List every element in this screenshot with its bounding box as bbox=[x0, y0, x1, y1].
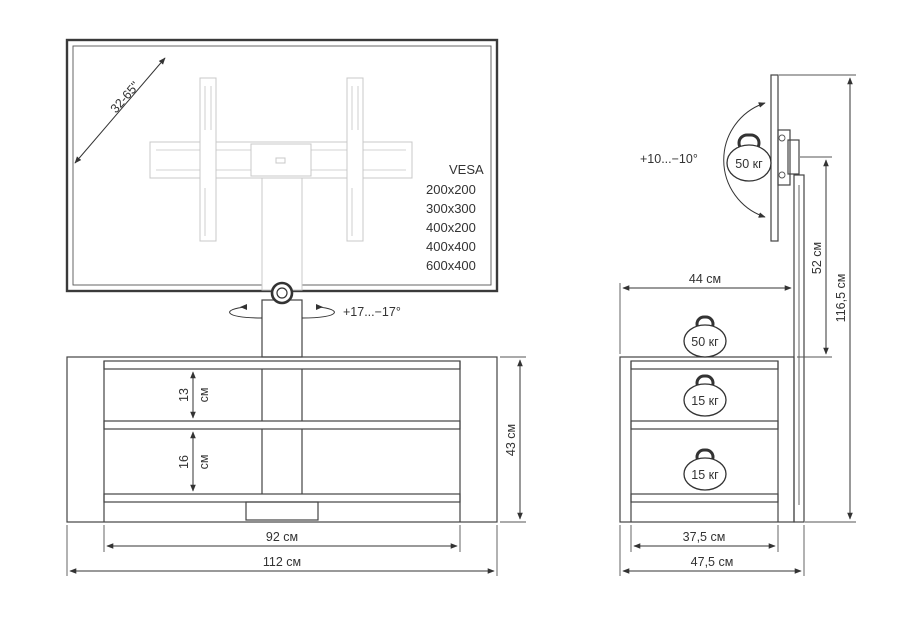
front-view: 32-65" VESA 200x200 300x300 400x200 400x… bbox=[65, 38, 526, 576]
shelf-gap-lower-unit: см bbox=[197, 455, 211, 470]
vesa-size: 400x400 bbox=[426, 239, 476, 254]
vesa-title: VESA bbox=[449, 162, 484, 177]
diagonal-label: 32-65" bbox=[108, 79, 142, 116]
bottom-shelf-load: 15 кг bbox=[691, 468, 719, 482]
middle-shelf-load: 15 кг bbox=[691, 394, 719, 408]
swivel-arc bbox=[229, 306, 335, 319]
pole bbox=[261, 299, 303, 358]
inner-depth-label: 37,5 см bbox=[683, 530, 726, 544]
shelf-gap-upper-value: 13 bbox=[177, 388, 191, 402]
inner-width-label: 92 см bbox=[266, 530, 298, 544]
height-label: 43 см bbox=[504, 424, 518, 456]
mount-height-label: 52 см bbox=[810, 242, 824, 274]
outer-width-label: 112 см bbox=[263, 555, 301, 569]
swivel-label: +17...−17° bbox=[343, 305, 401, 319]
outer-depth-label: 47,5 см bbox=[691, 555, 734, 569]
weight-icon bbox=[726, 133, 772, 182]
top-shelf-load: 50 кг bbox=[691, 335, 719, 349]
vesa-size: 400x200 bbox=[426, 220, 476, 235]
top-depth-label: 44 см bbox=[689, 272, 721, 286]
weight-icon bbox=[683, 374, 727, 417]
stand-body bbox=[66, 356, 498, 523]
side-view: +10...−10° 50 кг 50 кг 15 кг bbox=[619, 74, 856, 576]
vesa-size: 600x400 bbox=[426, 258, 476, 273]
shelf-gap-lower-value: 16 bbox=[177, 455, 191, 469]
tilt-arc bbox=[723, 102, 766, 218]
weight-icon bbox=[683, 315, 727, 358]
vesa-size: 200x200 bbox=[426, 182, 476, 197]
diagonal-dimension bbox=[74, 57, 166, 164]
shelf-gap-upper-unit: см bbox=[197, 388, 211, 403]
mount-bracket bbox=[777, 129, 791, 186]
total-height-label: 116,5 см bbox=[834, 274, 848, 323]
tilt-label: +10...−10° bbox=[640, 152, 698, 166]
side-pole bbox=[793, 174, 805, 523]
vesa-size: 300x300 bbox=[426, 201, 476, 216]
weight-icon bbox=[683, 448, 727, 491]
vesa-bracket bbox=[149, 77, 413, 291]
mount-load: 50 кг bbox=[735, 157, 763, 171]
tv-side bbox=[770, 74, 779, 242]
side-cabinet bbox=[619, 356, 795, 523]
